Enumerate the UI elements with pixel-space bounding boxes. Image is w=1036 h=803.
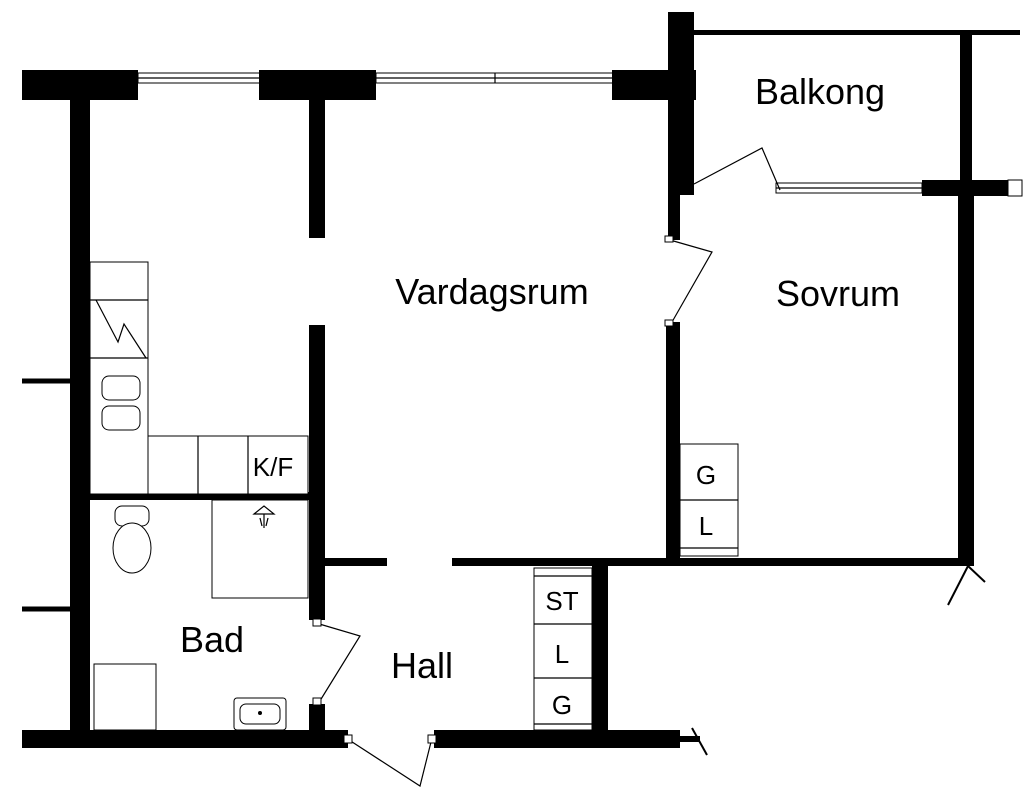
sink-icon (101, 375, 141, 431)
bedroom-window-stub (1007, 179, 1023, 197)
living-room-window (375, 72, 615, 84)
stove-icon (95, 299, 147, 359)
room-label-bedroom: Sovrum (776, 273, 900, 314)
bedroom-closet (679, 443, 739, 557)
room-label-bath: Bad (180, 619, 244, 660)
bedroom-closet-label-2: L (699, 511, 713, 541)
hall-closet (533, 567, 593, 731)
bedroom-window (775, 182, 923, 194)
hall-closet-label-3: G (552, 690, 572, 720)
toilet-icon (112, 505, 152, 574)
balcony-door (693, 147, 781, 191)
room-label-hall: Hall (391, 645, 453, 686)
hall-closet-label-2: L (555, 639, 569, 669)
bedroom-door (664, 235, 713, 327)
windows (137, 72, 1023, 197)
room-label-balcony: Balkong (755, 71, 885, 112)
kitchen-fridge-label: K/F (253, 452, 293, 482)
room-label-living: Vardagsrum (395, 271, 588, 312)
washing-machine-icon (93, 663, 157, 731)
entrance-door (343, 734, 437, 787)
washbasin-icon (233, 697, 287, 731)
bathroom-door (312, 618, 361, 706)
kitchen-window (137, 72, 261, 84)
shower-area (211, 499, 309, 599)
walls (22, 12, 1020, 756)
hall-closet-label-1: ST (545, 586, 578, 616)
bedroom-closet-label-1: G (696, 460, 716, 490)
doors (312, 147, 781, 787)
shower-head-icon (252, 505, 276, 528)
